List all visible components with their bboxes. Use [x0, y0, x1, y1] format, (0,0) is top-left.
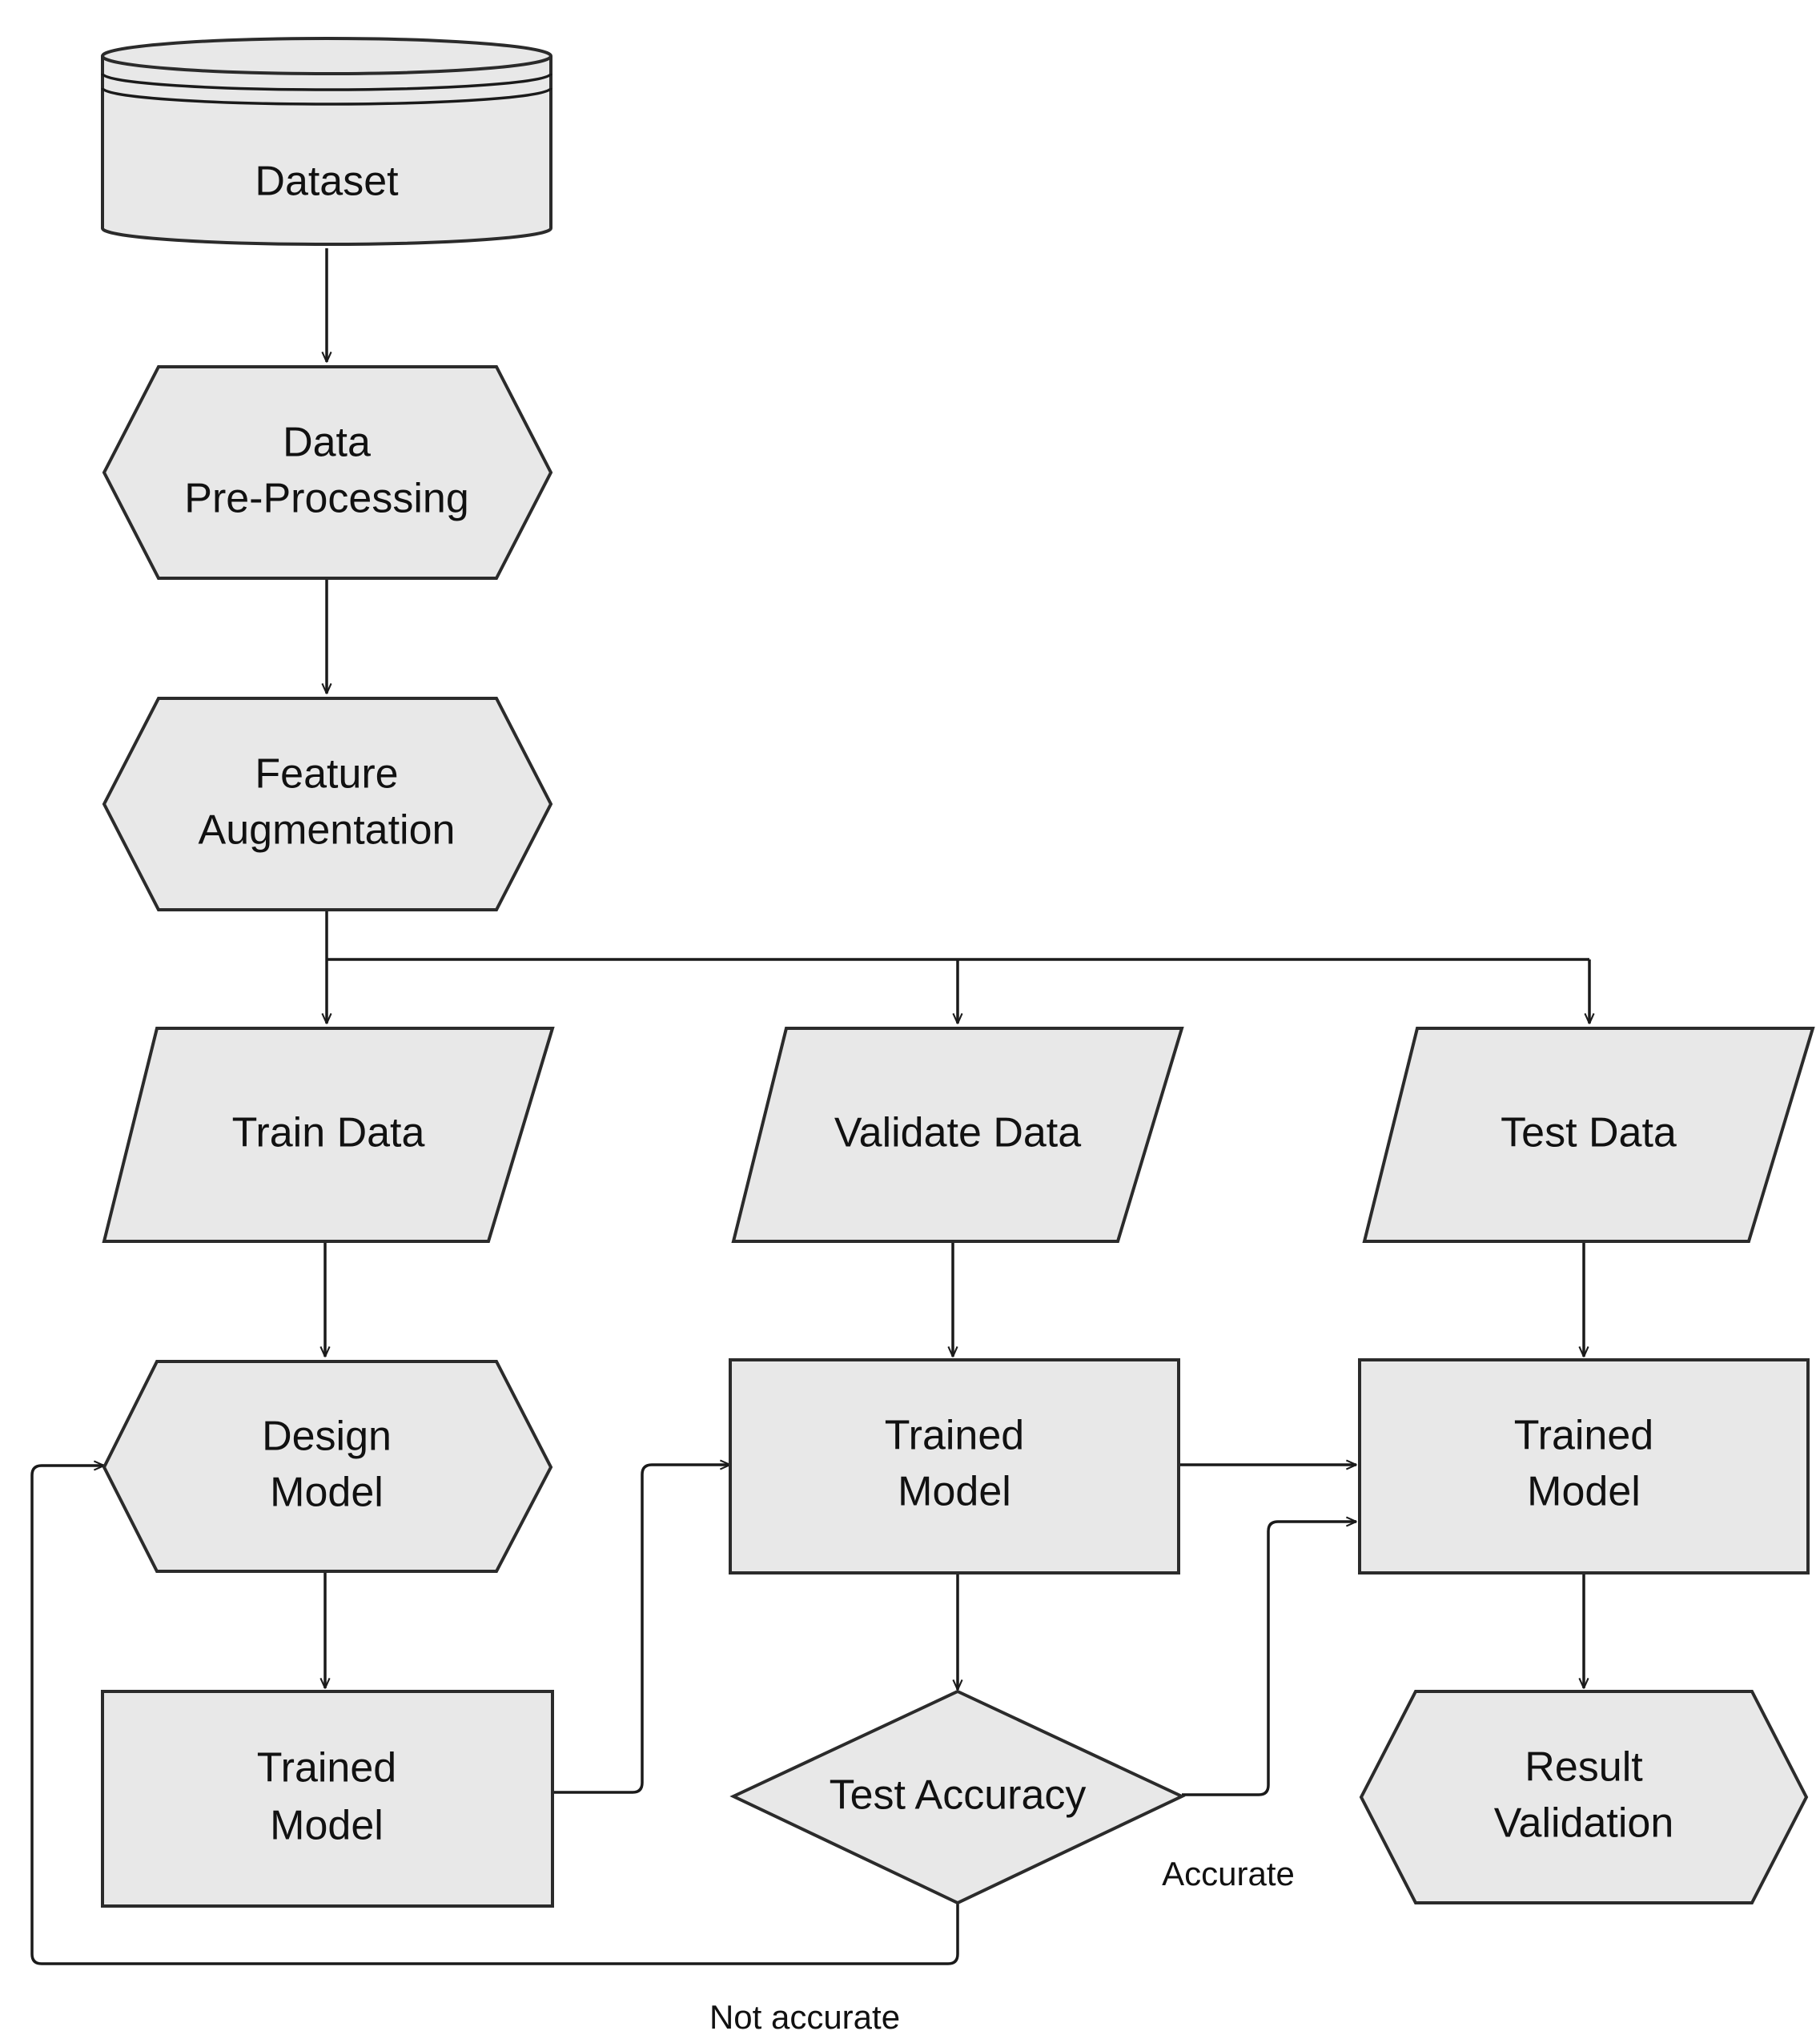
- dataset-label: Dataset: [255, 159, 399, 205]
- trained-model-right-label-line1: Trained: [1514, 1413, 1653, 1459]
- edge-label-accurate: Accurate: [1162, 1855, 1295, 1892]
- feature-augmentation-label-line1: Feature: [255, 751, 398, 798]
- node-validate-data: Validate Data: [731, 1027, 1184, 1243]
- train-data-parallelogram: [102, 1027, 555, 1243]
- train-data-label: Train Data: [232, 1110, 425, 1156]
- node-feature-augmentation: Feature Augmentation: [102, 697, 553, 911]
- test-accuracy-label: Test Accuracy: [830, 1772, 1087, 1819]
- trained-model-left-label-line1: Trained: [257, 1745, 396, 1792]
- preprocessing-hexagon: [102, 365, 553, 580]
- trained-model-mid-label-line2: Model: [898, 1469, 1011, 1515]
- trained-model-left-label-line2: Model: [270, 1803, 384, 1849]
- test-data-parallelogram: [1362, 1027, 1815, 1243]
- design-model-label-line2: Model: [270, 1470, 384, 1516]
- result-validation-hexagon: [1359, 1690, 1809, 1904]
- arrow-accuracy-accurate: [1182, 1522, 1356, 1796]
- trained-model-right-label-line2: Model: [1527, 1469, 1641, 1515]
- design-model-label-line1: Design: [262, 1414, 392, 1460]
- test-data-label: Test Data: [1501, 1110, 1677, 1156]
- node-result-validation: Result Validation: [1359, 1690, 1809, 1904]
- node-trained-model-left: Trained Model: [101, 1690, 554, 1908]
- arrow-accuracy-not-accurate: [30, 1466, 959, 1965]
- validate-data-label: Validate Data: [834, 1110, 1081, 1156]
- node-train-data: Train Data: [102, 1027, 555, 1243]
- design-model-hexagon: [102, 1360, 553, 1573]
- node-test-data: Test Data: [1362, 1027, 1815, 1243]
- connectors: [30, 248, 1589, 1965]
- node-preprocessing: Data Pre-Processing: [102, 365, 553, 580]
- validate-data-parallelogram: [731, 1027, 1184, 1243]
- trained-model-left-rect: [101, 1690, 554, 1908]
- arrow-trained-left-to-trained-mid: [554, 1465, 730, 1794]
- test-accuracy-diamond: [729, 1689, 1186, 1905]
- preprocessing-label-line2: Pre-Processing: [184, 476, 468, 522]
- dataset-cylinder-top: [101, 37, 552, 75]
- node-trained-model-right: Trained Model: [1358, 1358, 1810, 1574]
- node-design-model: Design Model: [102, 1360, 553, 1573]
- preprocessing-label-line1: Data: [283, 420, 371, 466]
- node-test-accuracy: Test Accuracy: [729, 1689, 1186, 1905]
- result-validation-label-line2: Validation: [1494, 1800, 1674, 1847]
- feature-augmentation-hexagon: [102, 697, 553, 911]
- result-validation-label-line1: Result: [1525, 1744, 1643, 1791]
- trained-model-mid-rect: [729, 1358, 1180, 1574]
- dataset-ring-1: [101, 73, 552, 91]
- trained-model-mid-label-line1: Trained: [885, 1413, 1024, 1459]
- node-dataset: Dataset: [101, 37, 552, 246]
- node-trained-model-mid: Trained Model: [729, 1358, 1180, 1574]
- edge-label-not-accurate: Not accurate: [709, 1998, 900, 2036]
- trained-model-right-rect: [1358, 1358, 1810, 1574]
- dataset-ring-2: [101, 87, 552, 106]
- feature-augmentation-label-line2: Augmentation: [199, 807, 456, 854]
